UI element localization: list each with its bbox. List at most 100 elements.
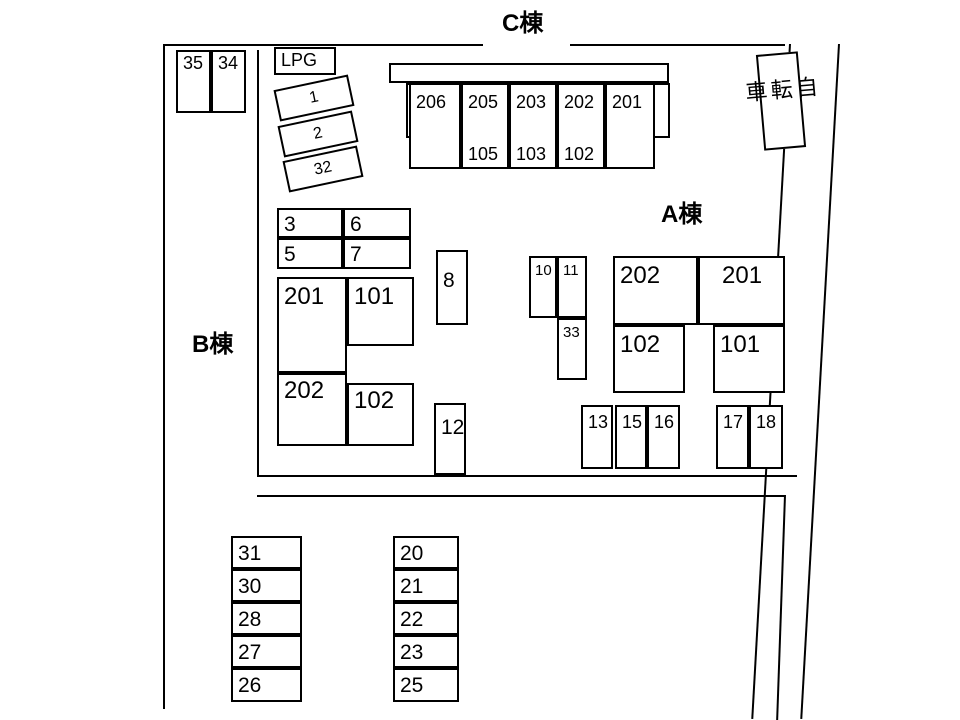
stall-label: 2 — [311, 124, 325, 143]
stall-label: 8 — [443, 269, 455, 292]
unit-label: 201 — [722, 262, 763, 289]
building-c-unit-205[interactable]: 205 105 — [461, 83, 509, 169]
stall-label: 21 — [400, 575, 424, 598]
building-a-label: A棟 — [655, 203, 709, 227]
road-edge-outer — [800, 43, 840, 720]
building-b-unit-202[interactable]: 202 — [277, 373, 347, 446]
unit-label: 202 — [620, 262, 661, 289]
building-a-unit-102[interactable]: 102 — [613, 325, 685, 393]
stall-label: 34 — [218, 53, 239, 73]
parking-stall-15[interactable]: 15 — [615, 405, 647, 469]
building-b-label: B棟 — [186, 333, 240, 357]
unit-label: 202 — [284, 377, 325, 404]
unit-label: 101 — [720, 331, 761, 358]
parking-stall-6[interactable]: 6 — [343, 208, 411, 238]
stall-label: 17 — [723, 412, 744, 432]
unit-label-lower: 105 — [468, 144, 499, 164]
building-b-unit-101[interactable]: 101 — [347, 277, 414, 346]
parking-stall-11[interactable]: 11 — [557, 256, 587, 318]
stall-label: 30 — [238, 575, 262, 598]
unit-label-lower: 102 — [564, 144, 595, 164]
parking-stall-27[interactable]: 27 — [231, 635, 302, 668]
stall-label: 23 — [400, 641, 424, 664]
building-c-roof-band — [389, 63, 669, 83]
parking-stall-22[interactable]: 22 — [393, 602, 459, 635]
stall-label: 26 — [238, 674, 262, 697]
parking-stall-23[interactable]: 23 — [393, 635, 459, 668]
stall-label: 3 — [284, 213, 296, 236]
parking-stall-20[interactable]: 20 — [393, 536, 459, 569]
lpg-label: LPG — [281, 50, 318, 70]
parking-stall-3[interactable]: 3 — [277, 208, 343, 238]
parking-stall-18[interactable]: 18 — [749, 405, 783, 469]
stall-label: 16 — [654, 412, 675, 432]
stall-label: 27 — [238, 641, 262, 664]
unit-label: 201 — [612, 92, 643, 112]
building-a-unit-201[interactable]: 201 — [698, 256, 785, 325]
boundary-top-left — [163, 44, 483, 46]
stall-label: 33 — [563, 324, 580, 341]
stall-label: 11 — [563, 262, 579, 279]
building-c-unit-202[interactable]: 202 102 — [557, 83, 605, 169]
stall-label: 6 — [350, 213, 362, 236]
stall-label: 31 — [238, 542, 262, 565]
building-c-label: C棟 — [496, 12, 550, 36]
building-c-unit-201[interactable]: 201 — [605, 83, 655, 169]
unit-label: 102 — [354, 387, 395, 414]
parking-stall-34[interactable]: 34 — [211, 50, 246, 113]
parking-stall-8[interactable]: 8 — [436, 250, 468, 325]
boundary-lot-bottom — [257, 475, 797, 477]
parking-stall-5[interactable]: 5 — [277, 238, 343, 269]
parking-stall-28[interactable]: 28 — [231, 602, 302, 635]
boundary-lower-right — [776, 494, 786, 720]
parking-stall-30[interactable]: 30 — [231, 569, 302, 602]
parking-stall-26[interactable]: 26 — [231, 668, 302, 702]
parking-stall-13[interactable]: 13 — [581, 405, 613, 469]
stall-label: 5 — [284, 243, 296, 266]
stall-label: 1 — [307, 88, 321, 107]
stall-label: 10 — [535, 262, 552, 279]
stall-label: 32 — [312, 158, 334, 179]
parking-stall-12[interactable]: 12 — [434, 403, 466, 475]
boundary-lower-top — [257, 495, 784, 497]
stall-label: 28 — [238, 608, 262, 631]
unit-label: 201 — [284, 283, 325, 310]
unit-label: 203 — [516, 92, 547, 112]
lpg-tank-area[interactable]: LPG — [274, 47, 336, 75]
stall-label: 12 — [441, 416, 465, 439]
unit-label: 101 — [354, 283, 395, 310]
parking-stall-31[interactable]: 31 — [231, 536, 302, 569]
parking-stall-33[interactable]: 33 — [557, 318, 587, 380]
parking-stall-25[interactable]: 25 — [393, 668, 459, 702]
unit-label-lower: 103 — [516, 144, 547, 164]
parking-stall-35[interactable]: 35 — [176, 50, 211, 113]
boundary-left-outer — [163, 44, 165, 709]
unit-label: 202 — [564, 92, 595, 112]
bicycle-label: 自転車 — [741, 74, 819, 106]
stall-label: 25 — [400, 674, 424, 697]
boundary-lot-left — [257, 50, 259, 477]
bicycle-parking-area[interactable]: 自転車 — [741, 51, 819, 151]
unit-label: 206 — [416, 92, 447, 112]
parking-stall-7[interactable]: 7 — [343, 238, 411, 269]
stall-label: 20 — [400, 542, 424, 565]
parking-stall-10[interactable]: 10 — [529, 256, 557, 318]
parking-stall-17[interactable]: 17 — [716, 405, 749, 469]
stall-label: 15 — [622, 412, 643, 432]
stall-label: 7 — [350, 243, 362, 266]
building-b-unit-102[interactable]: 102 — [347, 383, 414, 446]
building-a-unit-101[interactable]: 101 — [713, 325, 785, 393]
unit-label: 205 — [468, 92, 499, 112]
stall-label: 18 — [756, 412, 777, 432]
building-b-unit-201[interactable]: 201 — [277, 277, 347, 373]
boundary-top-right — [570, 44, 785, 46]
building-c-unit-206[interactable]: 206 — [409, 83, 461, 169]
parking-stall-16[interactable]: 16 — [647, 405, 680, 469]
building-a-unit-202[interactable]: 202 — [613, 256, 698, 325]
stall-label: 22 — [400, 608, 424, 631]
unit-label: 102 — [620, 331, 661, 358]
building-c-unit-203[interactable]: 203 103 — [509, 83, 557, 169]
stall-label: 35 — [183, 53, 204, 73]
parking-stall-21[interactable]: 21 — [393, 569, 459, 602]
